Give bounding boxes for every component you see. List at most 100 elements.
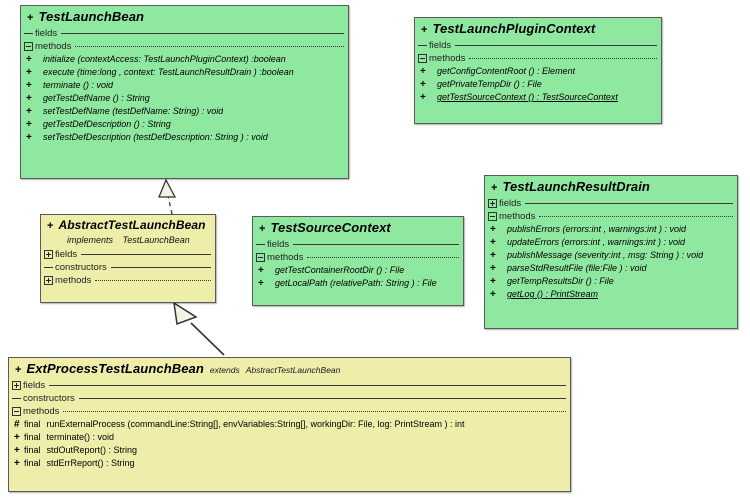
methods-collapse-minus-icon[interactable] xyxy=(418,54,427,63)
member-row[interactable]: + parseStdResultFile (file:File ) : void xyxy=(485,262,737,275)
fields-expand-plus-icon[interactable] xyxy=(44,250,53,259)
member-signature: execute (time:long , context: TestLaunch… xyxy=(43,67,294,77)
member-row[interactable]: + getTempResultsDir () : File xyxy=(485,275,737,288)
section-fields[interactable]: fields xyxy=(21,27,348,40)
member-row[interactable]: + setTestDefName (testDefName: String) :… xyxy=(21,105,348,118)
member-visibility: + xyxy=(420,66,426,77)
section-methods[interactable]: methods xyxy=(41,274,215,287)
section-label-methods: methods xyxy=(429,53,466,64)
member-signature: getTestSourceContext () : TestSourceCont… xyxy=(437,92,618,102)
member-row[interactable]: + initialize (contextAccess: TestLaunchP… xyxy=(21,53,348,66)
member-visibility: + xyxy=(26,119,32,130)
member-visibility: + xyxy=(490,237,496,248)
section-label-fields: fields xyxy=(23,380,46,391)
member-visibility: + xyxy=(26,80,32,91)
member-row[interactable]: + execute (time:long , context: TestLaun… xyxy=(21,66,348,79)
member-visibility: + xyxy=(258,278,264,289)
member-signature: getTestContainerRootDir () : File xyxy=(275,265,405,275)
section-rule-dotted xyxy=(307,256,459,258)
member-modifier: final xyxy=(24,432,41,442)
member-row[interactable]: + getLocalPath (relativePath: String ) :… xyxy=(253,277,463,290)
methods-collapse-minus-icon[interactable] xyxy=(256,253,265,262)
section-rule xyxy=(61,32,344,34)
section-fields[interactable]: fields xyxy=(415,39,661,52)
class-box-ext-process-test-launch-bean[interactable]: + ExtProcessTestLaunchBean extends Abstr… xyxy=(8,357,571,492)
class-name: TestLaunchPluginContext xyxy=(432,21,596,36)
member-visibility: + xyxy=(490,224,496,235)
member-visibility: + xyxy=(490,289,496,300)
member-visibility: + xyxy=(14,445,20,456)
section-rule xyxy=(81,253,211,255)
class-box-test-launch-plugin-context[interactable]: + TestLaunchPluginContext fields methods… xyxy=(414,17,662,124)
section-methods[interactable]: methods xyxy=(253,251,463,264)
visibility-marker: + xyxy=(47,220,54,232)
member-row[interactable]: + getTestDefName () : String xyxy=(21,92,348,105)
generalization-arrow-extprocess-to-abstract xyxy=(173,301,225,356)
member-row[interactable]: # final runExternalProcess (commandLine:… xyxy=(9,418,570,431)
section-fields[interactable]: fields xyxy=(41,248,215,261)
member-visibility: + xyxy=(26,93,32,104)
class-name: TestLaunchResultDrain xyxy=(502,179,650,194)
class-box-abstract-test-launch-bean[interactable]: + AbstractTestLaunchBean implements Test… xyxy=(40,214,216,303)
class-name: TestLaunchBean xyxy=(38,9,145,24)
methods-collapse-minus-icon[interactable] xyxy=(12,407,21,416)
class-implements-clause: implements TestLaunchBean xyxy=(41,235,215,248)
member-signature: getTestDefName () : String xyxy=(43,93,150,103)
member-row[interactable]: + getPrivateTempDir () : File xyxy=(415,78,661,91)
section-rule xyxy=(525,202,733,204)
member-row[interactable]: + getLog () : PrintStream xyxy=(485,288,737,301)
member-signature: getLocalPath (relativePath: String ) : F… xyxy=(275,278,437,288)
member-visibility: + xyxy=(14,458,20,469)
member-signature: terminate() : void xyxy=(46,432,115,442)
member-modifier: final xyxy=(24,445,41,455)
member-signature: getConfigContentRoot () : Element xyxy=(437,66,576,76)
member-row[interactable]: + final stdErrReport() : String xyxy=(9,457,570,470)
methods-collapse-minus-icon[interactable] xyxy=(488,212,497,221)
section-constructors[interactable]: constructors xyxy=(41,261,215,274)
member-row[interactable]: + getConfigContentRoot () : Element xyxy=(415,65,661,78)
section-methods[interactable]: methods xyxy=(485,210,737,223)
section-fields[interactable]: fields xyxy=(253,238,463,251)
member-signature: getTempResultsDir () : File xyxy=(507,276,614,286)
member-row[interactable]: + getTestSourceContext () : TestSourceCo… xyxy=(415,91,661,104)
section-label-constructors: constructors xyxy=(55,262,107,273)
section-constructors[interactable]: constructors xyxy=(9,392,570,405)
class-box-test-launch-bean[interactable]: + TestLaunchBean fields methods + initia… xyxy=(20,5,349,179)
member-visibility: + xyxy=(420,92,426,103)
member-row[interactable]: + publishMessage (severity:int , msg: St… xyxy=(485,249,737,262)
member-visibility: + xyxy=(490,250,496,261)
member-modifier: final xyxy=(24,458,41,468)
section-fields[interactable]: fields xyxy=(9,379,570,392)
section-label-methods: methods xyxy=(35,41,72,52)
methods-collapse-minus-icon[interactable] xyxy=(24,42,33,51)
section-methods[interactable]: methods xyxy=(21,40,348,53)
class-box-test-launch-result-drain[interactable]: + TestLaunchResultDrain fields methods +… xyxy=(484,175,738,329)
realization-arrow-abstract-to-testlaunchbean xyxy=(158,178,177,215)
member-row[interactable]: + terminate () : void xyxy=(21,79,348,92)
section-methods[interactable]: methods xyxy=(9,405,570,418)
section-rule xyxy=(110,266,211,268)
member-row[interactable]: + publishErrors (errors:int , warnings:i… xyxy=(485,223,737,236)
class-box-test-source-context[interactable]: + TestSourceContext fields methods + get… xyxy=(252,216,464,306)
fields-dash-icon xyxy=(418,41,427,50)
implements-target: TestLaunchBean xyxy=(122,235,190,245)
class-name: AbstractTestLaunchBean xyxy=(58,218,206,232)
section-fields[interactable]: fields xyxy=(485,197,737,210)
methods-expand-plus-icon[interactable] xyxy=(44,276,53,285)
member-signature: getLog () : PrintStream xyxy=(507,289,599,299)
section-rule-dotted xyxy=(539,215,733,217)
member-row[interactable]: + setTestDefDescription (testDefDescript… xyxy=(21,131,348,144)
section-rule xyxy=(78,397,566,399)
section-label-fields: fields xyxy=(35,28,58,39)
member-row[interactable]: + getTestDefDescription () : String xyxy=(21,118,348,131)
member-row[interactable]: + getTestContainerRootDir () : File xyxy=(253,264,463,277)
section-methods[interactable]: methods xyxy=(415,52,661,65)
fields-expand-plus-icon[interactable] xyxy=(12,381,21,390)
section-label-fields: fields xyxy=(429,40,452,51)
member-row[interactable]: + updateErrors (errors:int , warnings:in… xyxy=(485,236,737,249)
member-row[interactable]: + final terminate() : void xyxy=(9,431,570,444)
member-visibility: + xyxy=(26,106,32,117)
member-row[interactable]: + final stdOutReport() : String xyxy=(9,444,570,457)
class-title-test-source-context: + TestSourceContext xyxy=(253,217,463,238)
fields-expand-plus-icon[interactable] xyxy=(488,199,497,208)
